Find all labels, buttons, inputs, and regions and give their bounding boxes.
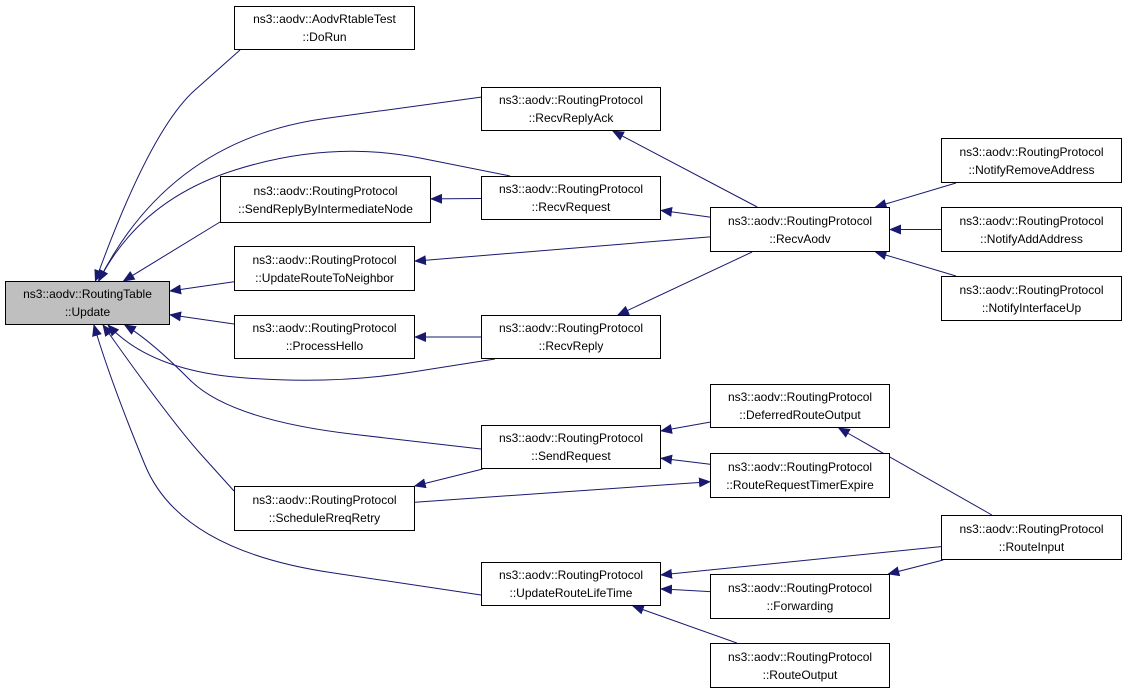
node-label-line2: ::ProcessHello (285, 339, 364, 353)
node-label-line2: ::ScheduleRreqRetry (268, 510, 381, 525)
edge-notifyRemoveAddress-to-recvAodv (874, 182, 957, 209)
edge-recvReplyAck-to-update (98, 96, 482, 282)
node-label-line2: ::RecvRequest (531, 200, 611, 214)
node-recvrequest[interactable]: ns3::aodv::RoutingProtocol ::RecvRequest (481, 176, 661, 220)
node-label-line2: ::DeferredRouteOutput (739, 408, 861, 422)
node-label-line1: ns3::aodv::RoutingProtocol (252, 492, 397, 507)
edge-sendRequest-to-update (123, 324, 482, 450)
node-label-line1: ns3::aodv::RoutingProtocol (498, 182, 644, 196)
edge-routeRequestTimerExpire-to-sendRequest (660, 454, 711, 465)
node-deferredrouteoutput[interactable]: ns3::aodv::RoutingProtocol ::DeferredRou… (710, 384, 890, 428)
node-notifyaddaddress[interactable]: ns3::aodv::RoutingProtocol ::NotifyAddAd… (941, 207, 1122, 252)
node-aodvrtabletest-dorun[interactable]: ns3::aodv::AodvRtableTest ::DoRun (234, 6, 415, 50)
node-label-line2: ::RouteRequestTimerExpire (726, 477, 874, 492)
node-label-line1: ns3::aodv::RoutingProtocol (727, 390, 873, 404)
node-label-line1: ns3::aodv::RoutingProtocol (959, 213, 1104, 228)
node-label-line2: ::Update (64, 305, 111, 319)
node-label-line2: ::UpdateRouteLifeTime (509, 586, 633, 600)
edge-routeOutput-to-updateRouteLifeTime (631, 604, 737, 644)
edge-recvReply-to-update (107, 324, 496, 381)
node-label-line1: ns3::aodv::RoutingProtocol (498, 431, 644, 445)
edge-notifyInterfaceUp-to-recvAodv (874, 250, 957, 277)
node-label-line1: ns3::aodv::RoutingProtocol (252, 252, 397, 267)
edge-scheduleRreqRetry-to-update (102, 324, 235, 492)
edge-recvAodv-to-recvRequest (660, 206, 711, 218)
node-label-line2: ::RecvReply (538, 339, 604, 353)
node-label-line1: ns3::aodv::RoutingProtocol (498, 321, 644, 335)
node-schedulerreqretry[interactable]: ns3::aodv::RoutingProtocol ::ScheduleRre… (234, 486, 415, 531)
edge-routeInput-to-updateRouteLifeTime (660, 546, 942, 579)
node-label-line1: ns3::aodv::RoutingTable (23, 287, 152, 301)
edge-updateRouteLifeTime-to-update (92, 324, 482, 596)
edge-routeInput-to-deferredRouteOutput (837, 427, 993, 516)
node-routeoutput[interactable]: ns3::aodv::RoutingProtocol ::RouteOutput (710, 643, 890, 688)
node-notifyinterfaceup[interactable]: ns3::aodv::RoutingProtocol ::NotifyInter… (941, 276, 1122, 321)
node-label-line2: ::Forwarding (766, 598, 834, 613)
node-processhello[interactable]: ns3::aodv::RoutingProtocol ::ProcessHell… (234, 315, 415, 359)
node-label-line2: ::RecvAodv (769, 231, 831, 246)
node-label-line2: ::RouteOutput (762, 667, 838, 682)
node-label-line1: ns3::aodv::RoutingProtocol (498, 568, 644, 582)
node-sendreplybyintermediatenode[interactable]: ns3::aodv::RoutingProtocol ::SendReplyBy… (220, 176, 431, 223)
node-updateroutetoneighbor[interactable]: ns3::aodv::RoutingProtocol ::UpdateRoute… (234, 246, 415, 291)
edge-deferredRouteOutput-to-sendRequest (660, 421, 711, 434)
node-recvreply[interactable]: ns3::aodv::RoutingProtocol ::RecvReply (481, 315, 661, 359)
node-routingtable-update[interactable]: ns3::aodv::RoutingTable ::Update (5, 281, 170, 325)
node-notifyremoveaddress[interactable]: ns3::aodv::RoutingProtocol ::NotifyRemov… (941, 138, 1122, 183)
edge-recvRequest-to-update (98, 150, 511, 282)
edge-scheduleRreqRetry-to-routeRequestTimerExpire (414, 477, 711, 503)
edge-sendRequest-to-scheduleRreqRetry (413, 468, 483, 489)
node-label-line1: ns3::aodv::RoutingProtocol (727, 459, 873, 474)
edge-aodvRtableTest-to-update (94, 49, 241, 282)
node-label-line1: ns3::aodv::RoutingProtocol (252, 321, 397, 335)
node-label-line2: ::RouteInput (998, 539, 1065, 554)
node-routerequesttimerexpire[interactable]: ns3::aodv::RoutingProtocol ::RouteReques… (710, 453, 890, 498)
node-label-line1: ns3::aodv::RoutingProtocol (959, 282, 1104, 297)
node-label-line1: ns3::aodv::RoutingProtocol (959, 521, 1104, 536)
node-label-line1: ns3::aodv::RoutingProtocol (727, 649, 873, 664)
node-label-line1: ns3::aodv::RoutingProtocol (727, 580, 873, 595)
node-routeinput[interactable]: ns3::aodv::RoutingProtocol ::RouteInput (941, 515, 1122, 560)
node-sendrequest[interactable]: ns3::aodv::RoutingProtocol ::SendRequest (481, 425, 661, 469)
node-label-line1: ns3::aodv::RoutingProtocol (253, 183, 398, 198)
node-label-line2: ::NotifyInterfaceUp (981, 300, 1082, 315)
edge-forwarding-to-updateRouteLifeTime (660, 584, 711, 595)
edge-sendReplyByIntermediateNode-to-update (122, 221, 221, 282)
node-label-line2: ::NotifyRemoveAddress (968, 162, 1095, 177)
node-recvreplyack[interactable]: ns3::aodv::RoutingProtocol ::RecvReplyAc… (481, 87, 661, 131)
node-label-line2: ::UpdateRouteToNeighbor (255, 270, 394, 285)
node-label-line1: ns3::aodv::AodvRtableTest (253, 12, 396, 26)
node-label-line1: ns3::aodv::RoutingProtocol (498, 93, 644, 107)
node-label-line2: ::SendReplyByIntermediateNode (238, 201, 413, 216)
node-label-line2: ::SendRequest (531, 449, 611, 463)
node-label-line1: ns3::aodv::RoutingProtocol (727, 213, 873, 228)
edge-updateRouteToNeighbor-to-update (169, 281, 235, 295)
node-label-line2: ::RecvReplyAck (528, 111, 614, 125)
node-updateroutelifetime[interactable]: ns3::aodv::RoutingProtocol ::UpdateRoute… (481, 562, 661, 606)
node-forwarding[interactable]: ns3::aodv::RoutingProtocol ::Forwarding (710, 574, 890, 619)
node-label-line1: ns3::aodv::RoutingProtocol (959, 144, 1104, 159)
node-recvaodv[interactable]: ns3::aodv::RoutingProtocol ::RecvAodv (710, 207, 890, 252)
edge-recvAodv-to-recvReply (616, 251, 753, 316)
node-label-line2: ::DoRun (302, 30, 347, 44)
edge-recvAodv-to-recvReplyAck (611, 130, 758, 208)
node-label-line2: ::NotifyAddAddress (980, 231, 1083, 246)
edge-processHello-to-update (169, 311, 235, 325)
edge-recvAodv-to-updateRouteToNeighbor (414, 236, 711, 266)
edge-routeInput-to-forwarding (887, 559, 944, 577)
